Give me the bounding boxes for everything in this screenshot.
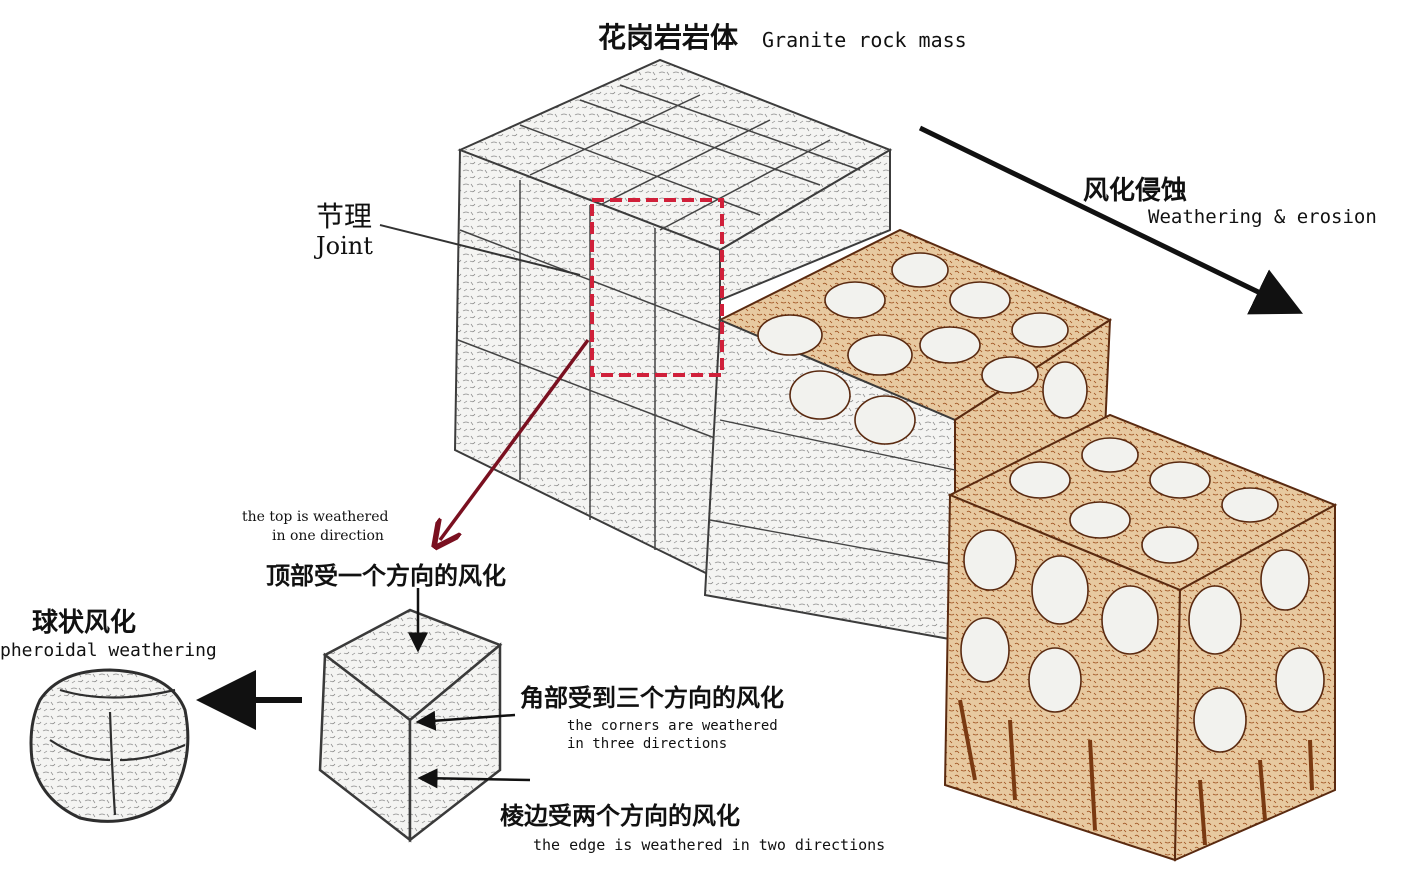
spheroidal-en: pheroidal weathering (0, 640, 217, 661)
spheroidal-zh: 球状风化 (32, 608, 137, 638)
corner-note-en-1: the corners are weathered (567, 718, 778, 734)
small-cube (318, 608, 503, 843)
corner-note-en-2: in three directions (567, 736, 728, 752)
edge-note-zh: 棱边受两个方向的风化 (500, 802, 740, 830)
top-note-en-1: the top is weathered (242, 509, 389, 525)
granite-block-weathering (703, 228, 1113, 642)
edge-note-en: the edge is weathered in two directions (533, 836, 886, 854)
joint-label-zh: 节理 (316, 200, 373, 233)
title-zh: 花岗岩岩体 (598, 21, 739, 54)
top-note-zh: 顶部受一个方向的风化 (266, 562, 506, 590)
weathering-arrow (918, 125, 1303, 315)
joint-label-en: Joint (316, 232, 373, 260)
title-en: Granite rock mass (762, 28, 967, 52)
corner-note-zh: 角部受到三个方向的风化 (520, 684, 784, 712)
top-note-en-2: in one direction (272, 528, 384, 544)
granite-block-weathered (943, 413, 1338, 862)
red-arrow (440, 338, 590, 540)
spheroidal-boulder (29, 668, 190, 823)
process-label-zh: 风化侵蚀 (1083, 176, 1188, 206)
edge-arrow (417, 768, 531, 789)
joint-pointer-line (379, 224, 581, 276)
corner-arrow (415, 710, 516, 731)
joint-highlight-box (590, 198, 724, 377)
process-label-en: Weathering & erosion (1148, 206, 1377, 228)
granite-block-fresh (453, 58, 893, 582)
